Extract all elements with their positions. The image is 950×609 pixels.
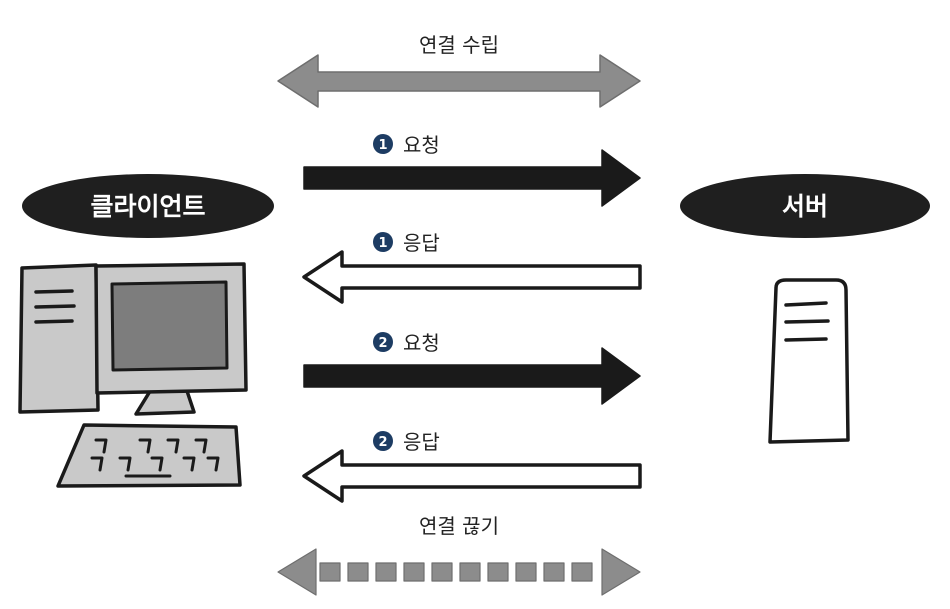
tower-body: [18, 263, 100, 414]
desktop-computer-icon: [18, 262, 248, 488]
server-slot: [784, 337, 828, 342]
server-pill-shape: [680, 174, 930, 238]
server-pill: 서버: [680, 174, 930, 238]
connection-close-label: 연결 끊기: [419, 514, 499, 538]
close-arrow-left-head: [277, 548, 317, 596]
server-tower-icon: [768, 278, 850, 444]
tower-slot: [34, 319, 74, 324]
monitor-screen: [110, 280, 229, 372]
client-label: 클라이언트: [90, 192, 205, 221]
establish-arrow-shape: [277, 54, 641, 108]
number-badge: [373, 332, 393, 352]
request-arrow: [303, 347, 641, 405]
close-arrow-dash: [459, 562, 481, 582]
response-arrow: [302, 250, 642, 304]
number-badge-text: 1: [378, 138, 387, 153]
message-label: 요청: [403, 331, 440, 355]
message-label: 요청: [403, 133, 440, 157]
server-slot: [784, 301, 828, 307]
message-2-response: 2 응답: [302, 430, 642, 503]
connection-establish-arrow: [277, 54, 641, 108]
message-2-request: 2 요청: [303, 331, 641, 405]
number-badge-text: 1: [378, 236, 387, 251]
connection-establish-label: 연결 수립: [419, 33, 499, 57]
number-badge: [373, 431, 393, 451]
close-arrow-dash: [319, 562, 341, 582]
close-arrow-dash: [571, 562, 593, 582]
close-arrow-dash: [487, 562, 509, 582]
tower-slot: [34, 289, 74, 294]
response-arrow: [302, 449, 642, 503]
close-arrow-dash: [543, 562, 565, 582]
message-1-response: 1 응답: [302, 231, 642, 304]
message-1-request: 1 요청: [303, 133, 641, 207]
server-label: 서버: [782, 192, 828, 221]
message-label: 응답: [403, 430, 440, 454]
message-label: 응답: [403, 231, 440, 255]
number-badge: [373, 134, 393, 154]
close-arrow-right-head: [601, 548, 641, 596]
client-pill-shape: [22, 174, 274, 238]
request-arrow: [303, 149, 641, 207]
number-badge-text: 2: [378, 435, 387, 450]
close-arrow-dash: [347, 562, 369, 582]
server-slot: [784, 319, 830, 324]
close-arrow-dash: [515, 562, 537, 582]
keyboard-keys: [90, 438, 220, 478]
client-pill: 클라이언트: [22, 174, 274, 238]
number-badge: [373, 232, 393, 252]
tower-slot: [34, 304, 76, 309]
close-arrow-dash: [403, 562, 425, 582]
connection-close-arrow: [277, 548, 641, 596]
close-arrow-dash: [375, 562, 397, 582]
close-arrow-dash: [431, 562, 453, 582]
number-badge-text: 2: [378, 336, 387, 351]
